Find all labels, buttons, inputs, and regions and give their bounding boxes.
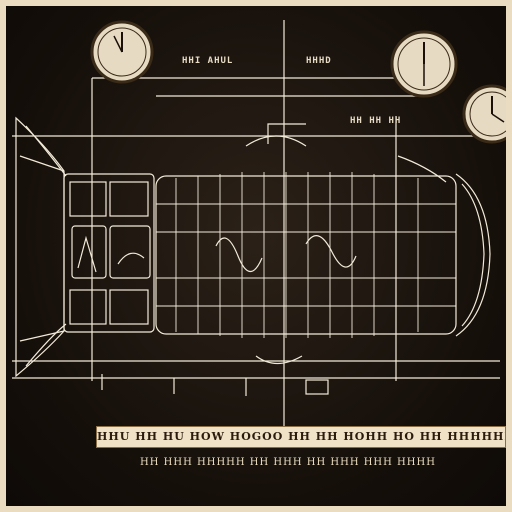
engine-drawing [12,20,506,426]
clock-right-top [390,30,458,98]
cylinder-ribs [156,172,456,338]
label-top-center: HHHD [306,56,332,66]
blueprint-plate: HHI AHUL HHHD HH HH HH [6,6,506,506]
end-cap [455,173,491,337]
caption-sub: HH HHH HHHHH HH HHH HH HHH HHH HHHH [140,457,436,468]
gauge-window-2 [109,225,151,279]
clock-right-mid [462,84,506,144]
label-top-left: HHI AHUL [182,56,234,66]
main-cylinder [155,175,457,335]
label-right: HH HH HH [350,116,402,126]
gauge-window-1 [71,225,107,279]
clock-left [90,20,154,84]
housing-block [63,173,155,333]
caption-main: HHU HH HU HOW HOGOO HH HH HOHH HO HH HHH… [96,426,506,448]
cylinder-script [215,235,357,273]
